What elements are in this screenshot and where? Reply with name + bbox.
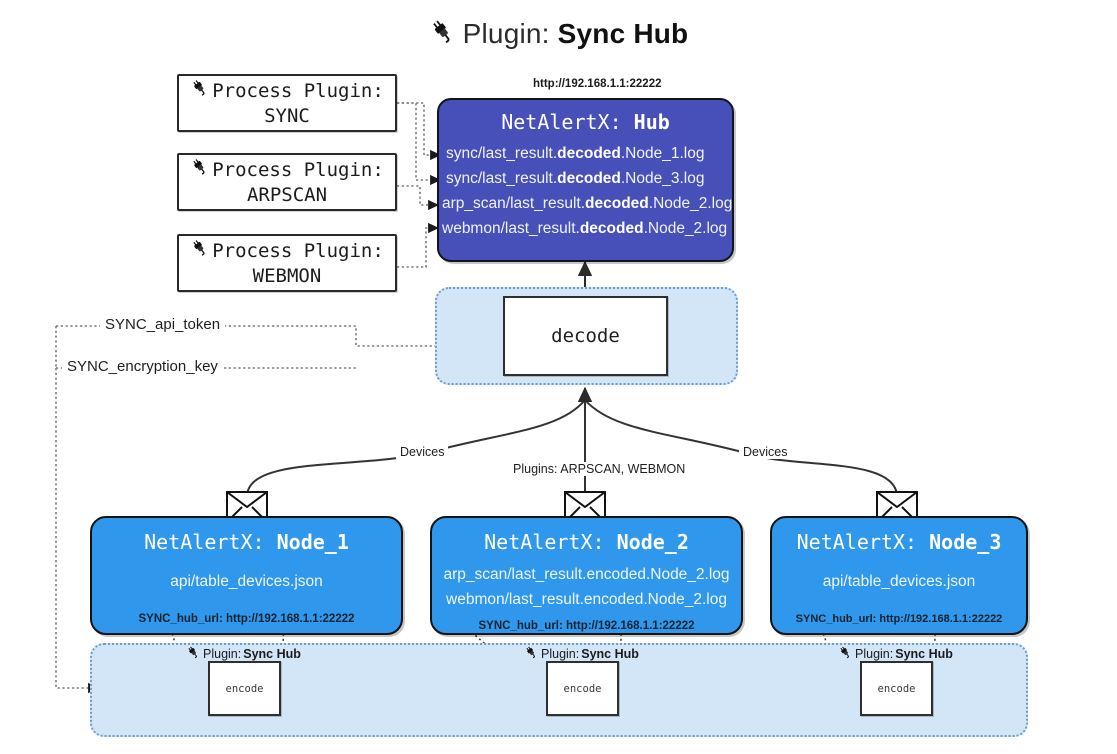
encoder-plugin-name: Sync Hub	[581, 647, 639, 661]
process-plugin-header: Process Plugin:	[190, 157, 384, 183]
node-title: NetAlertX: Node_3	[772, 530, 1026, 554]
process-plugin-box-arpscan[interactable]: Process Plugin: ARPSCAN	[177, 153, 397, 211]
hub-log-mid: decoded	[557, 170, 621, 187]
hub-title: NetAlertX: Hub	[439, 110, 732, 134]
encode-label: encode	[225, 682, 264, 695]
node-title-name: Node_3	[929, 530, 1002, 554]
encoder-plugin-prefix: Plugin:	[855, 647, 894, 661]
hub-log-row: webmon/last_result.decoded.Node_2.log	[442, 220, 727, 238]
page-title: Plugin: Sync Hub	[0, 18, 1117, 53]
node-line: webmon/last_result.encoded.Node_2.log	[446, 591, 727, 608]
plug-icon	[838, 645, 853, 663]
node-footer: SYNC_hub_url: http://192.168.1.1:22222	[478, 620, 695, 632]
hub-log-pre: webmon/last_result.	[442, 220, 580, 237]
hub-log-mid: decoded	[579, 220, 644, 237]
process-plugin-name: SYNC	[264, 105, 310, 127]
encoder-plugin-tag: Plugin: Sync Hub	[186, 645, 301, 663]
hub-title-name: Hub	[633, 110, 670, 134]
page-title-name: Sync Hub	[557, 18, 689, 49]
node-box-node-1[interactable]: NetAlertX: Node_1 api/table_devices.json…	[90, 516, 403, 635]
hub-log-post: .Node_1.log	[620, 145, 705, 162]
node-title-prefix: NetAlertX:	[484, 530, 605, 554]
hub-log-post: .Node_2.log	[643, 220, 728, 237]
node-box-node-2[interactable]: NetAlertX: Node_2 arp_scan/last_result.e…	[430, 516, 743, 635]
hub-node[interactable]: NetAlertX: Hub sync/last_result.decoded.…	[437, 98, 734, 262]
node-title: NetAlertX: Node_1	[92, 530, 401, 554]
hub-log-row: sync/last_result.decoded.Node_1.log	[446, 145, 704, 163]
encoder-plugin-name: Sync Hub	[243, 647, 301, 661]
sync-api-token-label: SYNC_api_token	[100, 316, 226, 333]
hub-log-row: sync/last_result.decoded.Node_3.log	[446, 170, 704, 188]
process-plugin-title: Process Plugin:	[212, 239, 384, 262]
node-footer: SYNC_hub_url: http://192.168.1.1:22222	[795, 613, 1003, 625]
hub-log-pre: sync/last_result.	[446, 170, 558, 187]
encoder-plugin-tag: Plugin: Sync Hub	[838, 645, 953, 663]
node-title: NetAlertX: Node_2	[432, 530, 741, 554]
process-plugin-header: Process Plugin:	[190, 238, 384, 264]
plug-icon	[429, 18, 457, 53]
encoder-plugin-prefix: Plugin:	[203, 647, 242, 661]
encode-label: encode	[877, 682, 916, 695]
encoder-plugin-tag: Plugin: Sync Hub	[524, 645, 639, 663]
process-plugin-name: WEBMON	[252, 265, 322, 287]
node-box-node-3[interactable]: NetAlertX: Node_3 api/table_devices.json…	[770, 516, 1028, 635]
hub-title-prefix: NetAlertX:	[501, 110, 622, 134]
encode-box[interactable]: encode	[860, 661, 933, 716]
process-plugin-header: Process Plugin:	[190, 78, 384, 104]
node-footer: SYNC_hub_url: http://192.168.1.1:22222	[138, 613, 355, 625]
process-plugin-box-webmon[interactable]: Process Plugin: WEBMON	[177, 234, 397, 292]
node-line: arp_scan/last_result.encoded.Node_2.log	[443, 566, 730, 583]
sync-encryption-key-label: SYNC_encryption_key	[62, 358, 223, 375]
edge-label-plugins-center: Plugins: ARPSCAN, WEBMON	[509, 462, 690, 476]
encode-box[interactable]: encode	[546, 661, 619, 716]
hub-log-row: arp_scan/last_result.decoded.Node_2.log	[442, 195, 732, 213]
decode-box[interactable]: decode	[503, 296, 668, 376]
encoder-plugin-prefix: Plugin:	[541, 647, 580, 661]
encode-label: encode	[563, 682, 602, 695]
hub-url-label: http://192.168.1.1:22222	[533, 78, 662, 90]
plug-icon	[190, 238, 210, 264]
node-title-prefix: NetAlertX:	[796, 530, 918, 554]
plug-icon	[190, 78, 210, 104]
process-plugin-name: ARPSCAN	[246, 184, 328, 206]
hub-log-post: .Node_3.log	[620, 170, 705, 187]
hub-log-mid: decoded	[585, 195, 649, 212]
node-title-name: Node_1	[276, 530, 349, 554]
edge-label-devices-right: Devices	[739, 445, 792, 459]
node-line: api/table_devices.json	[170, 573, 323, 590]
encoder-plugin-name: Sync Hub	[895, 647, 953, 661]
hub-log-pre: arp_scan/last_result.	[442, 195, 586, 212]
hub-log-pre: sync/last_result.	[446, 145, 558, 162]
process-plugin-box-sync[interactable]: Process Plugin: SYNC	[177, 74, 397, 132]
hub-log-mid: decoded	[557, 145, 621, 162]
encode-box[interactable]: encode	[208, 661, 281, 716]
page-title-prefix: Plugin:	[462, 18, 550, 49]
process-plugin-title: Process Plugin:	[212, 79, 384, 102]
edge-label-devices-left: Devices	[396, 445, 449, 459]
node-title-prefix: NetAlertX:	[144, 530, 265, 554]
node-line: api/table_devices.json	[822, 573, 976, 590]
process-plugin-title: Process Plugin:	[212, 158, 384, 181]
node-title-name: Node_2	[616, 530, 689, 554]
decode-label: decode	[551, 325, 620, 347]
plug-icon	[524, 645, 539, 663]
hub-log-post: .Node_2.log	[648, 195, 733, 212]
plug-icon	[186, 645, 201, 663]
plug-icon	[190, 157, 210, 183]
